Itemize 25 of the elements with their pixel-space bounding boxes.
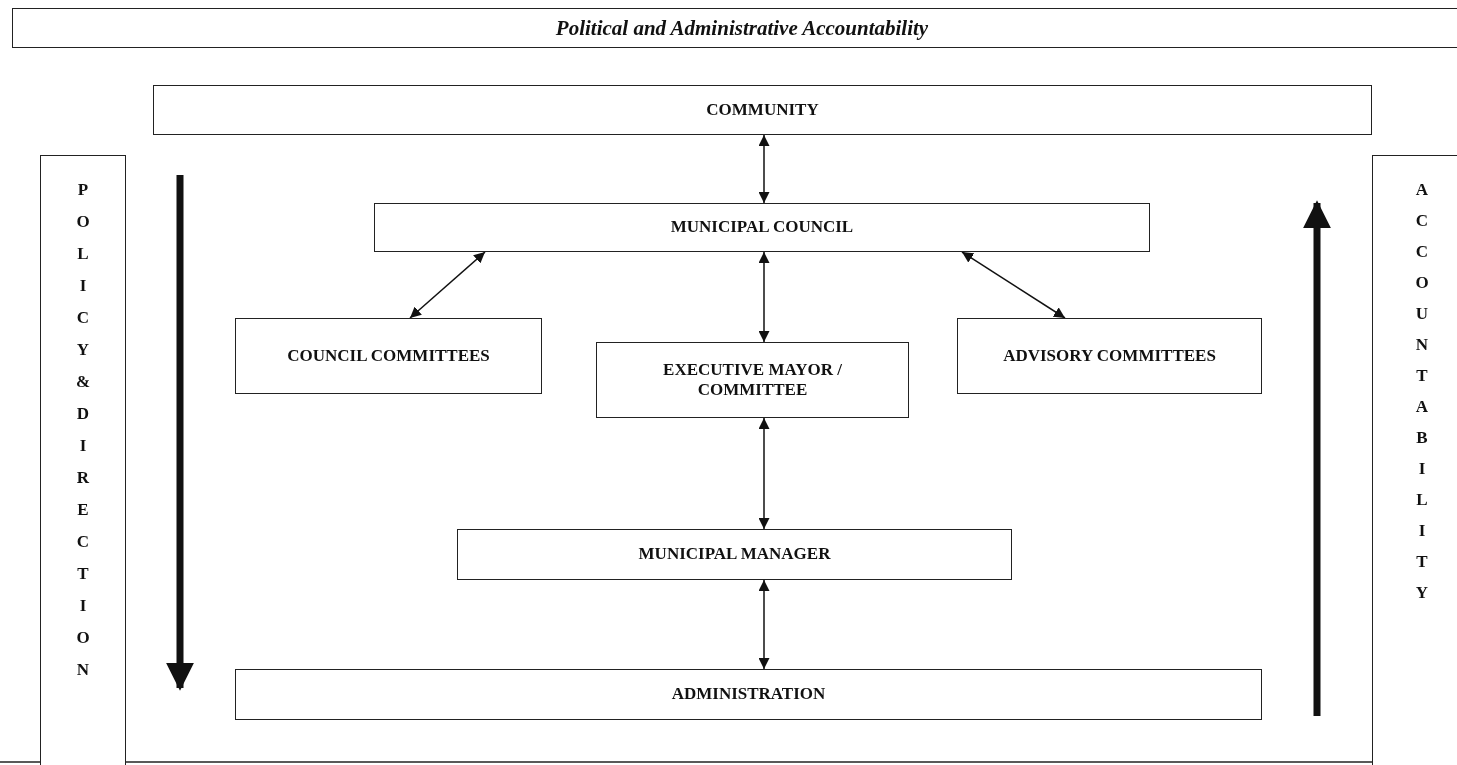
vertical-label: POLICY & DIRECTION <box>74 179 92 681</box>
double-arrow <box>758 417 770 530</box>
box-label: MUNICIPAL COUNCIL <box>670 217 854 238</box>
box-label: COMMUNITY <box>706 99 819 121</box>
org-box <box>235 669 1262 720</box>
org-box <box>235 318 542 394</box>
double-arrow <box>961 251 1066 319</box>
org-box <box>596 342 909 418</box>
double-arrow <box>409 251 486 319</box>
org-box <box>374 203 1150 252</box>
box-label: ADVISORY COMMITTEES <box>1003 345 1216 367</box>
box-label: ADMINISTRATION <box>671 684 826 705</box>
double-arrow <box>758 134 770 204</box>
box-label: EXECUTIVE MAYOR / COMMITTEE <box>662 359 843 401</box>
side-column <box>40 155 126 765</box>
vertical-label: ACCOUNTABILITY <box>1414 179 1430 604</box>
box-label: COUNCIL COMMITTEES <box>287 345 490 367</box>
org-box <box>457 529 1012 580</box>
box-label: MUNICIPAL MANAGER <box>638 544 831 565</box>
org-box <box>153 85 1372 135</box>
diagram-title: Political and Administrative Accountability <box>555 15 929 41</box>
double-arrow <box>758 579 770 670</box>
side-column <box>1372 155 1457 765</box>
double-arrow <box>758 251 770 343</box>
org-box <box>957 318 1262 394</box>
